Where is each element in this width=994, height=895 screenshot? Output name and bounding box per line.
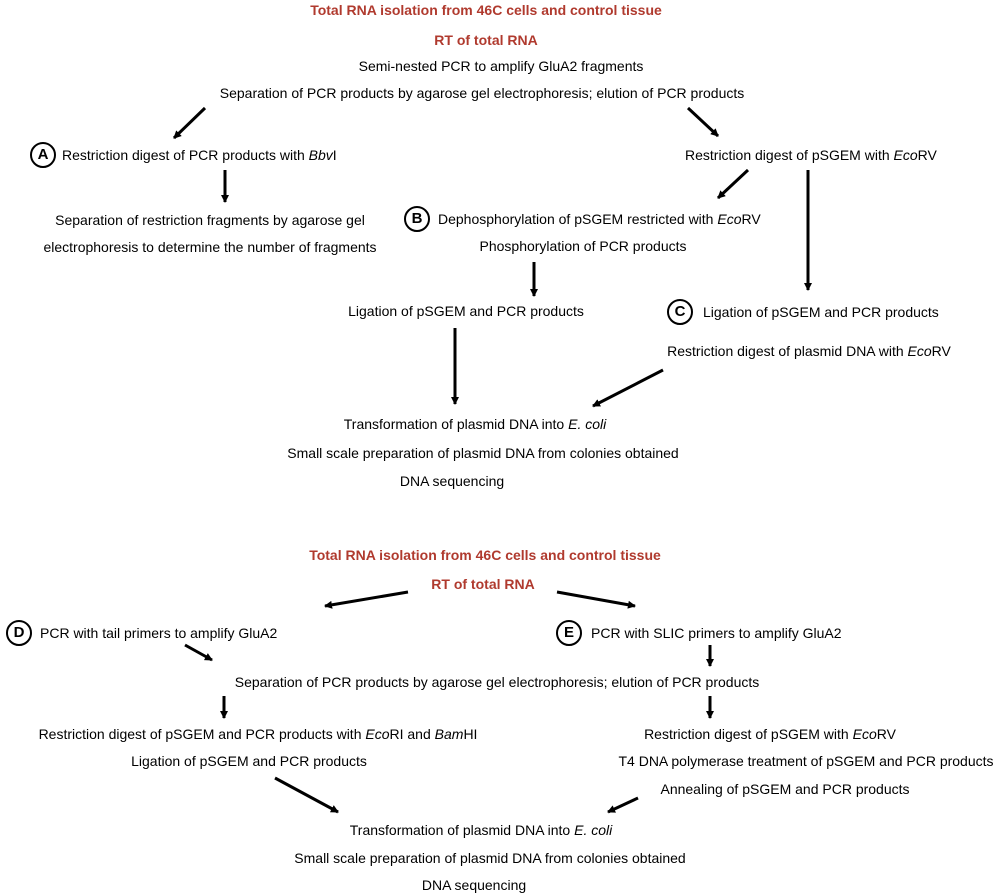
- step-transformation-2-organism: E. coli: [574, 822, 613, 838]
- step-c-digest-enzyme: Eco: [907, 343, 932, 359]
- step-right-digest: Restriction digest of pSGEM with EcoRV: [685, 147, 937, 163]
- arrows-layer: [172, 106, 812, 814]
- title-rna-isolation-2: Total RNA isolation from 46C cells and c…: [309, 547, 661, 563]
- step-transformation-1-organism: E. coli: [568, 416, 607, 432]
- step-small-scale-prep-2: Small scale preparation of plasmid DNA f…: [294, 850, 686, 866]
- step-a-separation-line2: electrophoresis to determine the number …: [43, 239, 377, 255]
- step-d-digest-text: Restriction digest of pSGEM and PCR prod…: [38, 726, 366, 742]
- step-transformation-2-text: Transformation of plasmid DNA into: [349, 822, 575, 838]
- label-a-circle: A: [30, 142, 56, 168]
- diagram-canvas: { "part1": { "title1": "Total RNA isolat…: [6, 2, 994, 893]
- step-d-digest-mid: RI and: [389, 726, 435, 742]
- step-dna-sequencing-1: DNA sequencing: [399, 473, 505, 489]
- step-b-dephosphorylation: Dephosphorylation of pSGEM restricted wi…: [438, 211, 761, 227]
- step-c-digest-text: Restriction digest of plasmid DNA with: [667, 343, 908, 359]
- step-a-digest-enzyme: Bbv: [308, 147, 333, 163]
- step-b-phosphorylation: Phosphorylation of PCR products: [479, 238, 687, 254]
- step-e-t4-polymerase: T4 DNA polymerase treatment of pSGEM and…: [618, 753, 994, 769]
- arrow-sep-to-right-digest: [686, 106, 720, 138]
- step-b-dephos-suffix: RV: [741, 211, 761, 227]
- arrow-annealing-to-transform: [607, 796, 639, 814]
- step-e-annealing: Annealing of pSGEM and PCR products: [660, 781, 910, 797]
- step-d-ligation: Ligation of pSGEM and PCR products: [131, 753, 367, 769]
- step-c-digest-suffix: RV: [931, 343, 951, 359]
- title-rt-2: RT of total RNA: [431, 576, 535, 592]
- step-a-separation-line1: Separation of restriction fragments by a…: [55, 212, 365, 228]
- step-small-scale-prep-1: Small scale preparation of plasmid DNA f…: [287, 445, 679, 461]
- arrow-ligation2-to-transform: [274, 776, 339, 814]
- label-e-circle: E: [556, 620, 582, 646]
- step-transformation-1: Transformation of plasmid DNA into E. co…: [344, 416, 606, 432]
- step-d-digest-suffix: HI: [463, 726, 478, 742]
- label-c-circle: C: [667, 299, 693, 325]
- title-rt-1: RT of total RNA: [434, 32, 538, 48]
- step-semi-nested-pcr: Semi-nested PCR to amplify GluA2 fragmen…: [358, 58, 644, 74]
- step-d-pcr: PCR with tail primers to amplify GluA2: [40, 625, 278, 641]
- arrow-rt-to-e: [556, 590, 636, 609]
- step-a-digest-suffix: I: [332, 147, 337, 163]
- step-right-digest-enzyme: Eco: [893, 147, 918, 163]
- step-transformation-2: Transformation of plasmid DNA into E. co…: [350, 822, 612, 838]
- step-e-digest-enzyme: Eco: [852, 726, 877, 742]
- label-b-circle: B: [404, 206, 430, 232]
- step-e-digest-suffix: RV: [876, 726, 896, 742]
- step-dna-sequencing-2: DNA sequencing: [421, 877, 527, 893]
- arrow-d-down: [184, 643, 213, 662]
- arrow-c-to-transform: [592, 368, 664, 408]
- step-separation-1: Separation of PCR products by agarose ge…: [219, 85, 745, 101]
- step-e-digest-text: Restriction digest of pSGEM with: [644, 726, 853, 742]
- arrow-right-to-b: [716, 168, 750, 200]
- step-a-digest: Restriction digest of PCR products with …: [62, 147, 337, 163]
- step-separation-2: Separation of PCR products by agarose ge…: [234, 674, 760, 690]
- step-e-pcr: PCR with SLIC primers to amplify GluA2: [591, 625, 842, 641]
- step-transformation-1-text: Transformation of plasmid DNA into: [343, 416, 569, 432]
- arrow-rt-to-d: [324, 590, 409, 609]
- step-d-digest-enzyme-2: Bam: [434, 726, 464, 742]
- step-b-dephos-enzyme: Eco: [717, 211, 742, 227]
- step-a-digest-text: Restriction digest of PCR products with: [62, 147, 309, 163]
- step-right-digest-text: Restriction digest of pSGEM with: [685, 147, 894, 163]
- step-d-digest: Restriction digest of pSGEM and PCR prod…: [39, 726, 478, 742]
- step-b-dephos-text: Dephosphorylation of pSGEM restricted wi…: [438, 211, 718, 227]
- step-right-digest-suffix: RV: [917, 147, 937, 163]
- step-d-digest-enzyme-1: Eco: [365, 726, 390, 742]
- step-c-ligation: Ligation of pSGEM and PCR products: [703, 304, 939, 320]
- label-d-circle: D: [6, 620, 32, 646]
- title-rna-isolation-1: Total RNA isolation from 46C cells and c…: [310, 2, 662, 18]
- step-e-digest: Restriction digest of pSGEM with EcoRV: [644, 726, 896, 742]
- arrow-sep-to-a: [172, 106, 207, 140]
- step-b-ligation: Ligation of pSGEM and PCR products: [348, 303, 584, 319]
- step-c-digest: Restriction digest of plasmid DNA with E…: [667, 343, 951, 359]
